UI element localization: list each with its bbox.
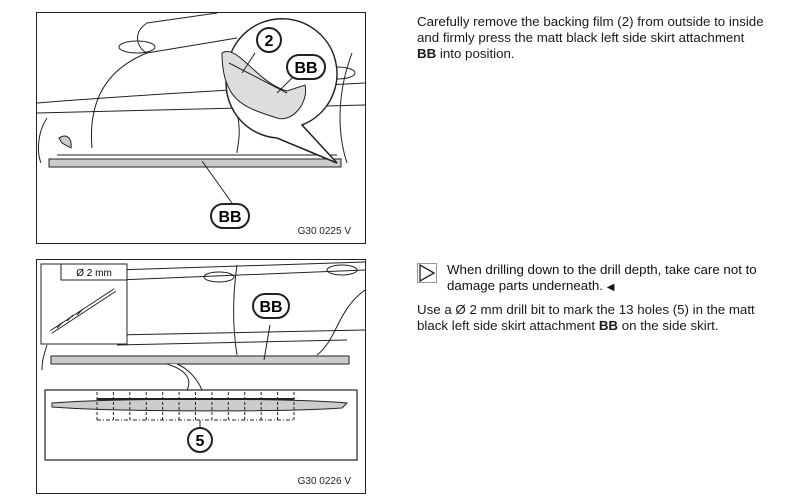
callout-bb: BB bbox=[210, 203, 250, 229]
svg-text:BB: BB bbox=[218, 209, 241, 226]
callout-2: 2 bbox=[256, 27, 282, 53]
caution-triangle-icon bbox=[417, 263, 437, 283]
hole-marks bbox=[96, 392, 295, 421]
step-1-instruction: Carefully remove the backing film (2) fr… bbox=[417, 14, 764, 61]
drill-bit-inset: Ø 2 mm bbox=[40, 263, 128, 345]
callout-bb-detail: BB bbox=[286, 54, 326, 80]
figure-id: G30 0225 V bbox=[297, 226, 351, 237]
drill-marking-drawing: 5 BB Ø 2 mm bbox=[40, 261, 365, 461]
callout-5: 5 bbox=[187, 427, 213, 453]
svg-text:5: 5 bbox=[196, 433, 205, 450]
end-mark-icon: ◀ bbox=[606, 282, 615, 293]
svg-text:2: 2 bbox=[265, 33, 274, 50]
callout-bb: BB bbox=[252, 293, 290, 319]
svg-text:Ø 2 mm: Ø 2 mm bbox=[76, 268, 112, 279]
svg-text:BB: BB bbox=[294, 60, 317, 77]
step-2-instruction: Use a Ø 2 mm drill bit to mark the 13 ho… bbox=[417, 302, 755, 333]
svg-text:BB: BB bbox=[259, 299, 282, 316]
figure-2-illustration: 5 BB Ø 2 mm G30 0226 V bbox=[36, 259, 366, 494]
figure-1-illustration: 2 BB BB G30 0225 V bbox=[36, 12, 366, 244]
callout-ref-bb: BB bbox=[417, 46, 437, 61]
figure-id: G30 0226 V bbox=[297, 476, 351, 487]
callout-ref-bb: BB bbox=[598, 318, 619, 333]
car-side-skirt-drawing: 2 BB BB bbox=[37, 13, 365, 229]
note-text: When drilling down to the drill depth, t… bbox=[447, 262, 757, 293]
